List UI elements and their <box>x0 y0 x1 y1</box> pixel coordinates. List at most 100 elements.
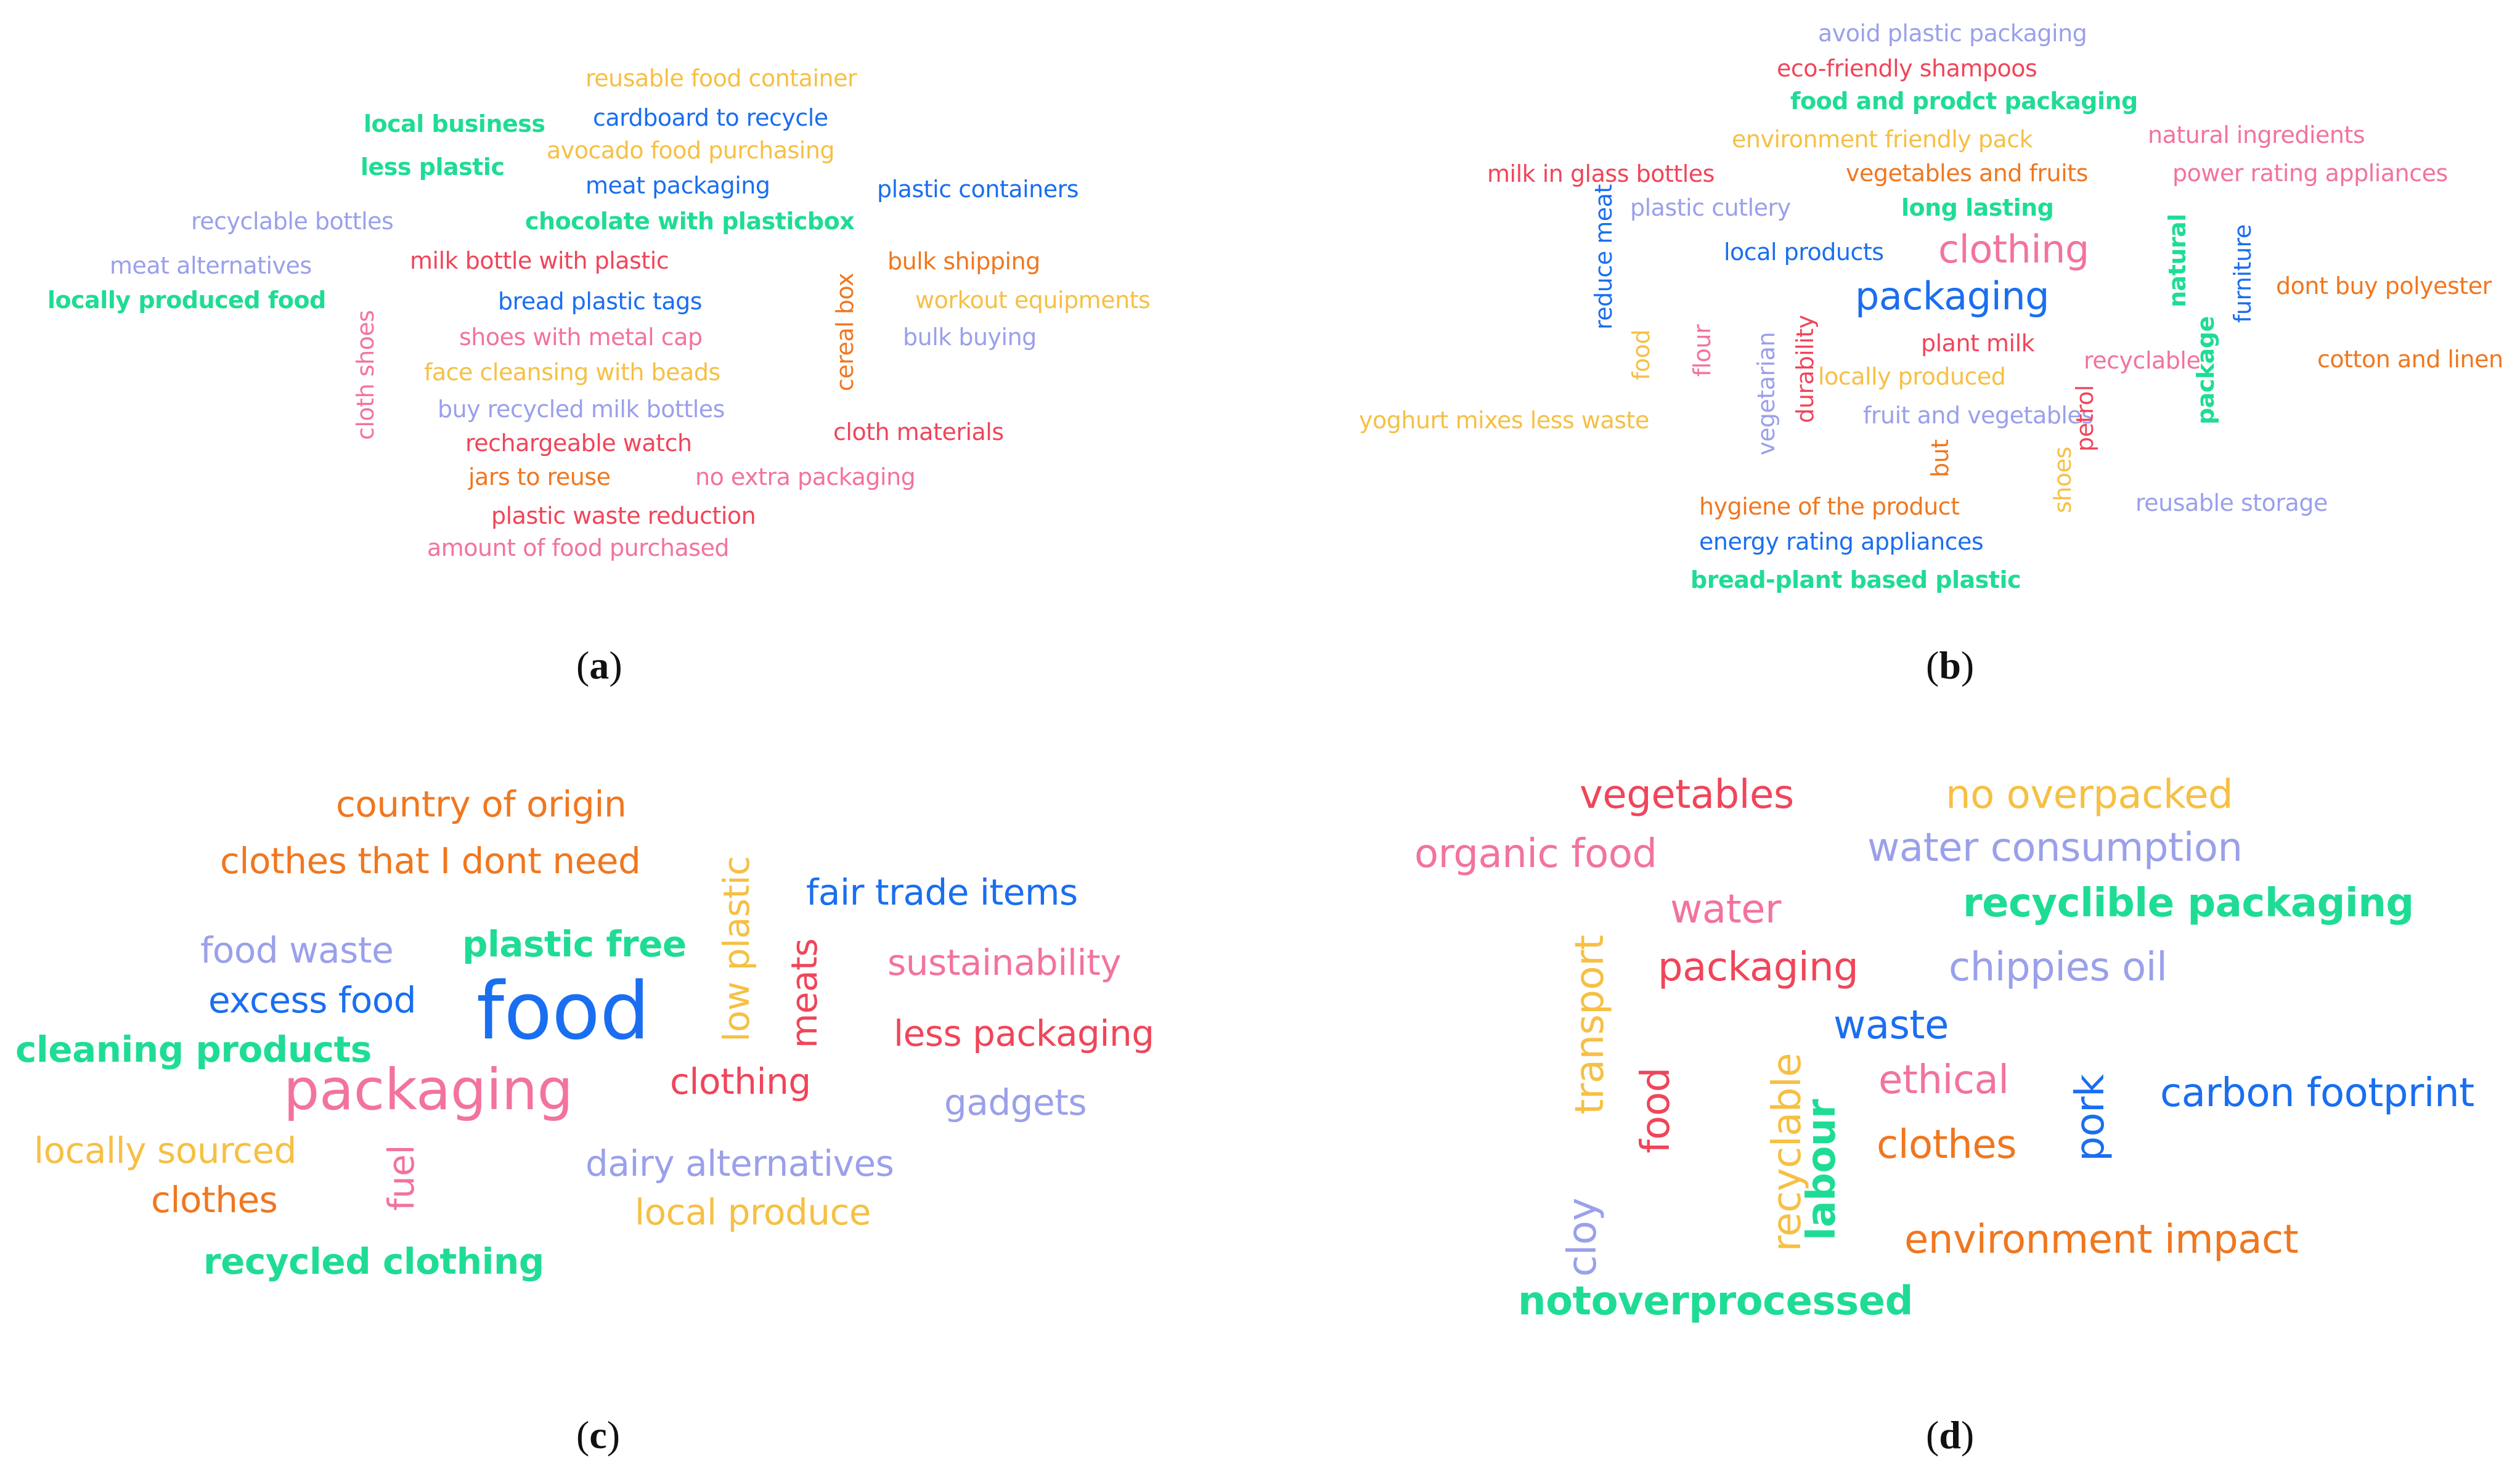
word: cloth shoes <box>352 310 379 440</box>
word: clothes <box>151 1179 278 1221</box>
word: locally produced food <box>47 287 326 314</box>
word: package <box>2192 316 2219 425</box>
word: excess food <box>208 979 417 1021</box>
word: less plastic <box>361 153 505 181</box>
word: water <box>1670 887 1781 932</box>
word: plant milk <box>1921 330 2035 357</box>
word: bulk buying <box>903 324 1037 351</box>
word: petrol <box>2071 385 2098 452</box>
word: avoid plastic packaging <box>1818 20 2087 47</box>
word: food waste <box>200 929 394 971</box>
word: environment friendly pack <box>1732 126 2033 153</box>
word: waste <box>1833 1003 1949 1048</box>
word: plastic free <box>462 923 687 965</box>
word: buy recycled milk bottles <box>438 396 725 423</box>
word: food and prodct packaging <box>1790 88 2138 115</box>
word: vegetarian <box>1753 332 1780 455</box>
word: recyclable <box>2084 347 2201 374</box>
word: durability <box>1792 315 1819 423</box>
word: food <box>476 966 650 1057</box>
word: yoghurt mixes less waste <box>1359 407 1649 434</box>
word: plastic containers <box>877 176 1079 203</box>
word: avocado food purchasing <box>547 137 835 164</box>
word: shoes <box>2049 447 2076 513</box>
word: workout equipments <box>915 287 1151 314</box>
word: country of origin <box>336 783 627 825</box>
word: food <box>1628 330 1655 380</box>
word: cloth materials <box>833 418 1004 446</box>
word: eco-friendly shampoos <box>1777 55 2037 82</box>
word: no overpacked <box>1946 772 2233 818</box>
word: labour <box>1799 1099 1845 1240</box>
word: packaging <box>1855 274 2049 319</box>
panel-label-a: (a) <box>576 643 622 687</box>
word: face cleansing with beads <box>424 359 720 386</box>
word: reusable food container <box>585 65 857 92</box>
word: reusable storage <box>2135 489 2328 516</box>
word: organic food <box>1414 831 1657 877</box>
word: chippies oil <box>1949 945 2167 990</box>
word: furniture <box>2229 224 2256 323</box>
word-cloud-d: vegetables no overpacked organic food wa… <box>1260 737 2520 1474</box>
word-cloud-c: country of origin clothes that I dont ne… <box>0 737 1260 1474</box>
word-cloud-a: reusable food container local business c… <box>0 0 1260 737</box>
panel-label-c: (c) <box>576 1413 621 1457</box>
panel-label-b: (b) <box>1926 643 1975 687</box>
word: packaging <box>283 1057 573 1123</box>
word: chocolate with plasticbox <box>525 208 855 235</box>
word: cardboard to recycle <box>593 104 828 131</box>
word: milk in glass bottles <box>1487 160 1715 187</box>
word: locally sourced <box>34 1130 296 1171</box>
word: clothes <box>1877 1122 2017 1168</box>
word: recyclable bottles <box>191 208 394 235</box>
word: packaging <box>1658 945 1859 990</box>
word: locally produced <box>1818 363 2006 390</box>
word: clothes that I dont need <box>220 840 641 882</box>
word: no extra packaging <box>695 463 916 491</box>
word: recyclible packaging <box>1963 881 2414 926</box>
word: shoes with metal cap <box>459 324 703 351</box>
word: sustainability <box>887 942 1122 983</box>
word: natural ingredients <box>2148 121 2365 149</box>
word: energy rating appliances <box>1699 528 1984 555</box>
word: bread-plant based plastic <box>1690 566 2021 593</box>
word: vegetables and fruits <box>1846 160 2088 187</box>
word: local produce <box>635 1191 871 1233</box>
word: bread plastic tags <box>498 288 703 315</box>
word: rechargeable watch <box>465 430 692 457</box>
word: notoverprocessed <box>1518 1279 1913 1324</box>
word: ethical <box>1878 1057 2009 1103</box>
word: long lasting <box>1901 194 2054 221</box>
word: bulk shipping <box>887 248 1040 275</box>
word: cleaning products <box>15 1028 372 1070</box>
word: reduce meat <box>1590 184 1617 330</box>
word-cloud-b: avoid plastic packaging eco-friendly sha… <box>1260 0 2520 737</box>
word: food <box>1633 1067 1679 1154</box>
word: meat packaging <box>585 172 770 199</box>
word: water consumption <box>1867 825 2243 871</box>
word: transport <box>1567 935 1613 1115</box>
word: flour <box>1689 324 1716 377</box>
word: power rating appliances <box>2172 160 2448 187</box>
word: less packaging <box>894 1012 1154 1054</box>
word: meats <box>783 938 825 1049</box>
panel-label-d: (d) <box>1926 1413 1975 1457</box>
word: cloy <box>1560 1198 1605 1277</box>
word: milk bottle with plastic <box>410 247 669 274</box>
word: pork <box>2068 1074 2113 1162</box>
word: fuel <box>380 1145 422 1211</box>
word: plastic cutlery <box>1630 194 1791 221</box>
word: meat alternatives <box>110 252 312 279</box>
word: low plastic <box>716 856 757 1042</box>
word: local business <box>364 110 545 137</box>
word: cereal box <box>831 272 858 392</box>
word: plastic waste reduction <box>491 502 756 529</box>
word: carbon footprint <box>2160 1070 2474 1116</box>
word: recycled clothing <box>203 1240 544 1282</box>
word: clothing <box>1938 227 2089 272</box>
word: environment impact <box>1904 1217 2299 1263</box>
word: fair trade items <box>806 871 1078 913</box>
word: jars to reuse <box>468 463 611 491</box>
word: cotton and linen <box>2317 346 2503 373</box>
word: vegetables <box>1580 772 1794 818</box>
